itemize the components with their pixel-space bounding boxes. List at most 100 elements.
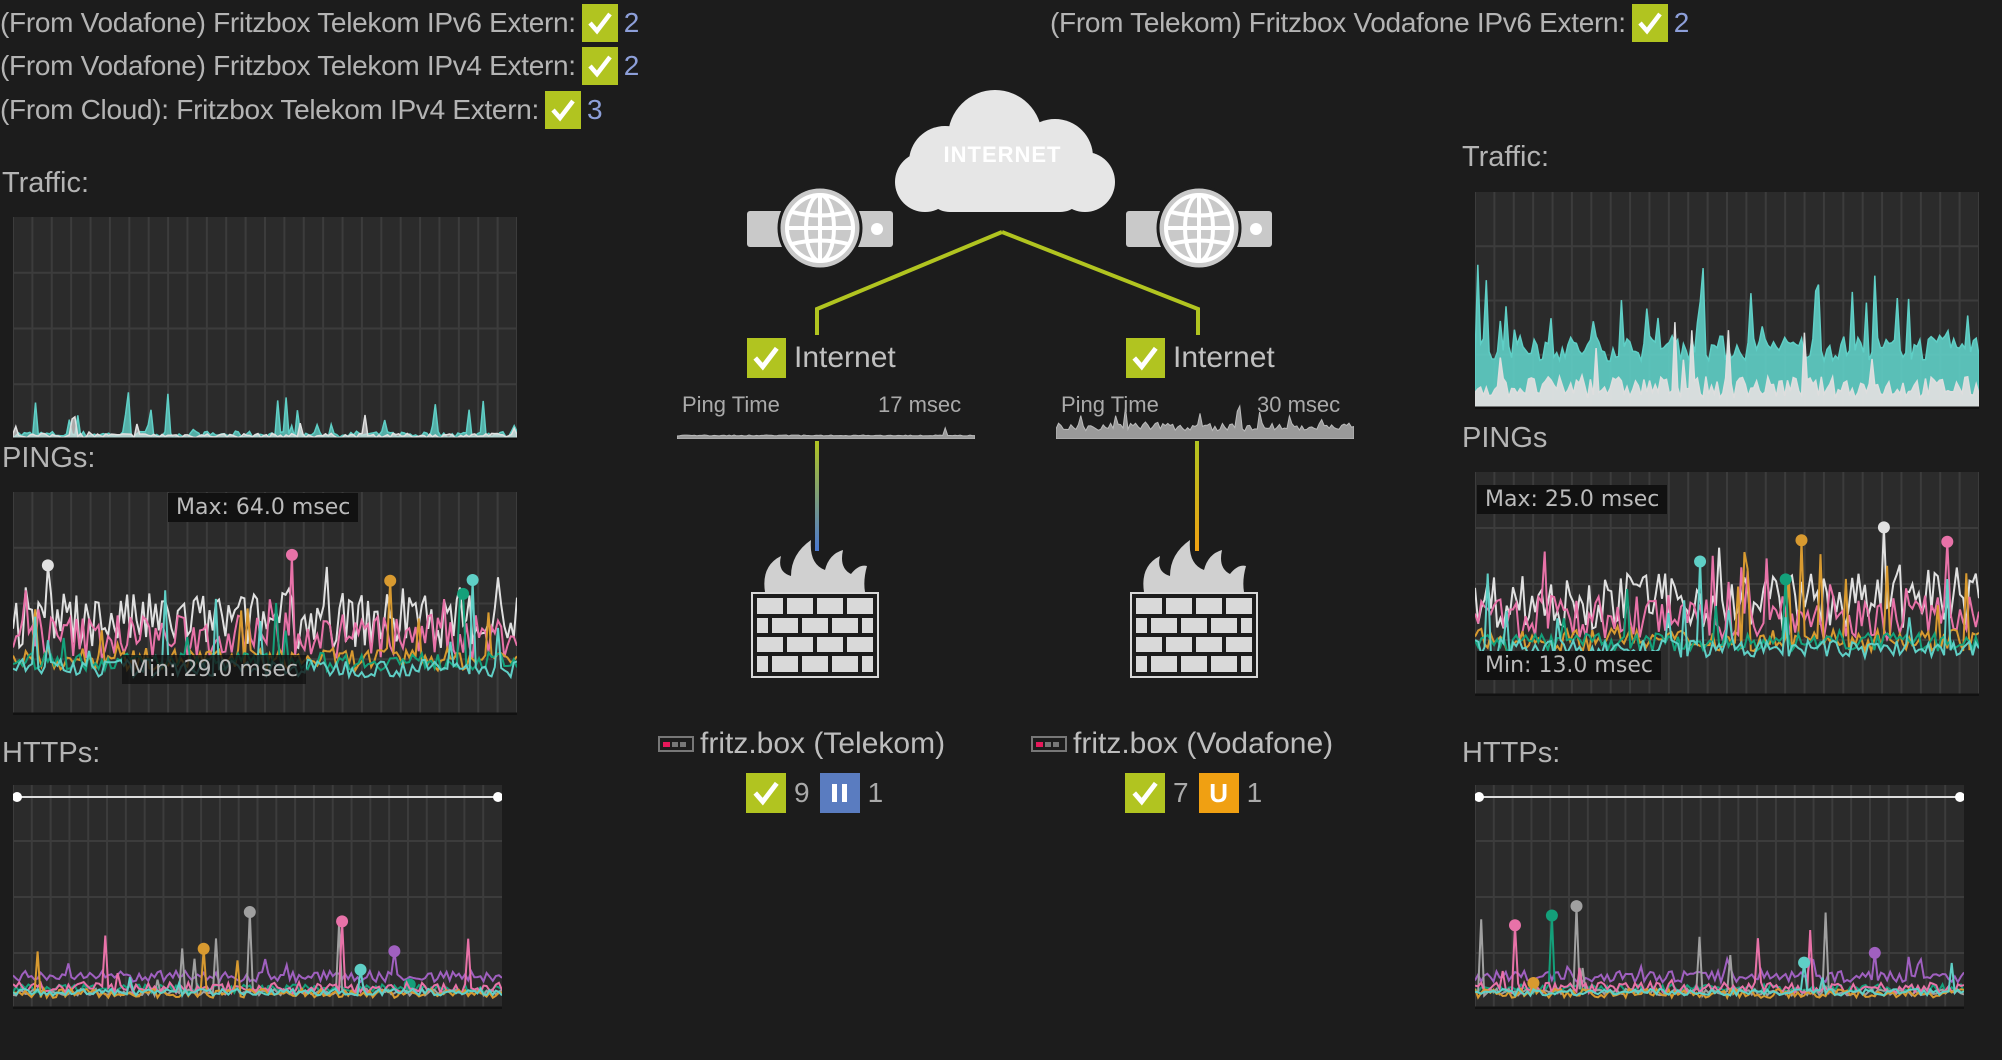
vodafone-ping-sparkline[interactable] [1055,385,1355,440]
left-pings-label: PINGs: [2,442,96,474]
series-peak-marker [243,906,256,919]
ping-time-value: 30 msec [1257,392,1341,417]
check-ok-icon [544,91,581,129]
left-https-chart[interactable] [13,785,502,1009]
router-device-icon [1031,736,1067,752]
left-ping-max-label: Max: 64.0 msec [168,493,359,522]
right-https-chart[interactable] [1475,785,1964,1009]
ping-time-value: 17 msec [878,392,962,417]
check-label: (From Vodafone) Fritzbox Telekom IPv6 Ex… [0,7,576,38]
device-name: fritz.box (Vodafone) [1073,727,1334,760]
cloud-label: INTERNET [943,142,1062,167]
series-line [13,951,502,985]
series-peak-marker [1941,535,1954,548]
check-count[interactable]: 2 [623,7,640,38]
check-row-vodafone-telekom-ipv4[interactable]: (From Vodafone) Fritzbox Telekom IPv4 Ex… [0,47,639,85]
internet-label: Internet [794,341,896,374]
link-line-vodafone-firewall [1195,441,1199,551]
series-line [13,969,502,999]
link-line-telekom-firewall [815,441,819,551]
series-peak-marker [285,548,298,561]
check-row-cloud-telekom-ipv4[interactable]: (From Cloud): Fritzbox Telekom IPv4 Exte… [0,91,603,129]
device-telekom[interactable]: fritz.box (Telekom) [658,727,945,761]
right-https-label: HTTPs: [1462,737,1561,769]
telekom-service-status[interactable]: 9 1 [746,773,893,813]
series-line [1475,952,1964,986]
right-traffic-chart[interactable] [1475,192,1979,409]
left-ping-min-label: Min: 29.0 msec [122,655,306,684]
check-label: (From Telekom) Fritzbox Vodafone IPv6 Ex… [1050,7,1626,38]
router-globe-icon [1126,185,1272,276]
firewall-icon [1130,536,1258,683]
series-peak-marker [1545,909,1558,922]
series-peak-marker [1508,919,1521,932]
firewall-icon [751,536,879,683]
check-ok-icon [746,773,786,813]
sparkline-area [676,426,976,440]
link-line-telekom [815,230,1003,335]
series-line [1475,541,1979,642]
sparkline-area [1055,404,1355,440]
series-line [13,554,517,662]
unknown-count: 1 [1246,777,1263,808]
range-marker [1475,792,1484,802]
series-area [1475,264,1979,409]
check-ok-icon [1631,4,1668,42]
range-marker [493,792,502,802]
check-label: (From Cloud): Fritzbox Telekom IPv4 Exte… [0,94,539,125]
series-peak-marker [384,574,397,587]
telekom-internet-status[interactable]: Internet [747,338,896,378]
series-peak-marker [1795,534,1808,547]
ok-count: 7 [1173,777,1189,808]
series-peak-marker [1694,555,1707,568]
series-peak-marker [388,945,401,958]
series-peak-marker [1868,946,1881,959]
device-vodafone[interactable]: fritz.box (Vodafone) [1031,727,1333,761]
series-peak-marker [466,574,479,587]
series-peak-marker [197,942,210,955]
series-peak-marker [354,963,367,976]
pause-icon [819,773,860,813]
left-traffic-chart[interactable] [13,217,517,440]
check-ok-icon [581,4,618,42]
check-row-vodafone-telekom-ipv6[interactable]: (From Vodafone) Fritzbox Telekom IPv6 Ex… [0,4,639,42]
internet-cloud-icon: INTERNET [885,82,1120,217]
ok-count: 9 [794,777,810,808]
check-ok-icon [1126,338,1165,378]
check-ok-icon [1125,773,1165,813]
vodafone-internet-status[interactable]: Internet [1126,338,1275,378]
series-line [1475,925,1964,996]
device-name: fritz.box (Telekom) [700,727,946,760]
link-line-vodafone [1001,230,1200,335]
series-line [13,921,502,997]
unknown-badge-icon: U [1198,773,1239,813]
series-peak-marker [1570,900,1583,913]
right-traffic-label: Traffic: [1462,141,1550,173]
left-traffic-label: Traffic: [2,167,90,199]
right-ping-max-label: Max: 25.0 msec [1477,485,1668,514]
ping-time-label: Ping Time [1061,392,1159,417]
series-line [1475,561,1979,661]
check-label: (From Vodafone) Fritzbox Telekom IPv4 Ex… [0,50,576,81]
vodafone-service-status[interactable]: 7 U 1 [1125,773,1272,813]
range-marker [1955,792,1964,802]
check-row-telekom-vodafone-ipv6[interactable]: (From Telekom) Fritzbox Vodafone IPv6 Ex… [1050,4,1689,42]
check-count[interactable]: 2 [623,50,640,81]
check-count[interactable]: 2 [1673,7,1690,38]
check-count[interactable]: 3 [586,94,603,125]
series-peak-marker [1779,573,1792,586]
right-ping-min-label: Min: 13.0 msec [1477,651,1661,680]
paused-count: 1 [867,777,884,808]
series-peak-marker [336,915,349,928]
series-peak-marker [1798,956,1811,969]
series-area [1475,322,1979,409]
ping-time-label: Ping Time [682,392,780,417]
right-pings-label: PINGs [1462,422,1548,454]
telekom-ping-sparkline[interactable] [676,385,976,440]
check-ok-icon [581,47,618,85]
internet-label: Internet [1173,341,1275,374]
series-line [1475,579,1979,654]
series-peak-marker [1527,977,1540,990]
router-device-icon [658,736,694,752]
